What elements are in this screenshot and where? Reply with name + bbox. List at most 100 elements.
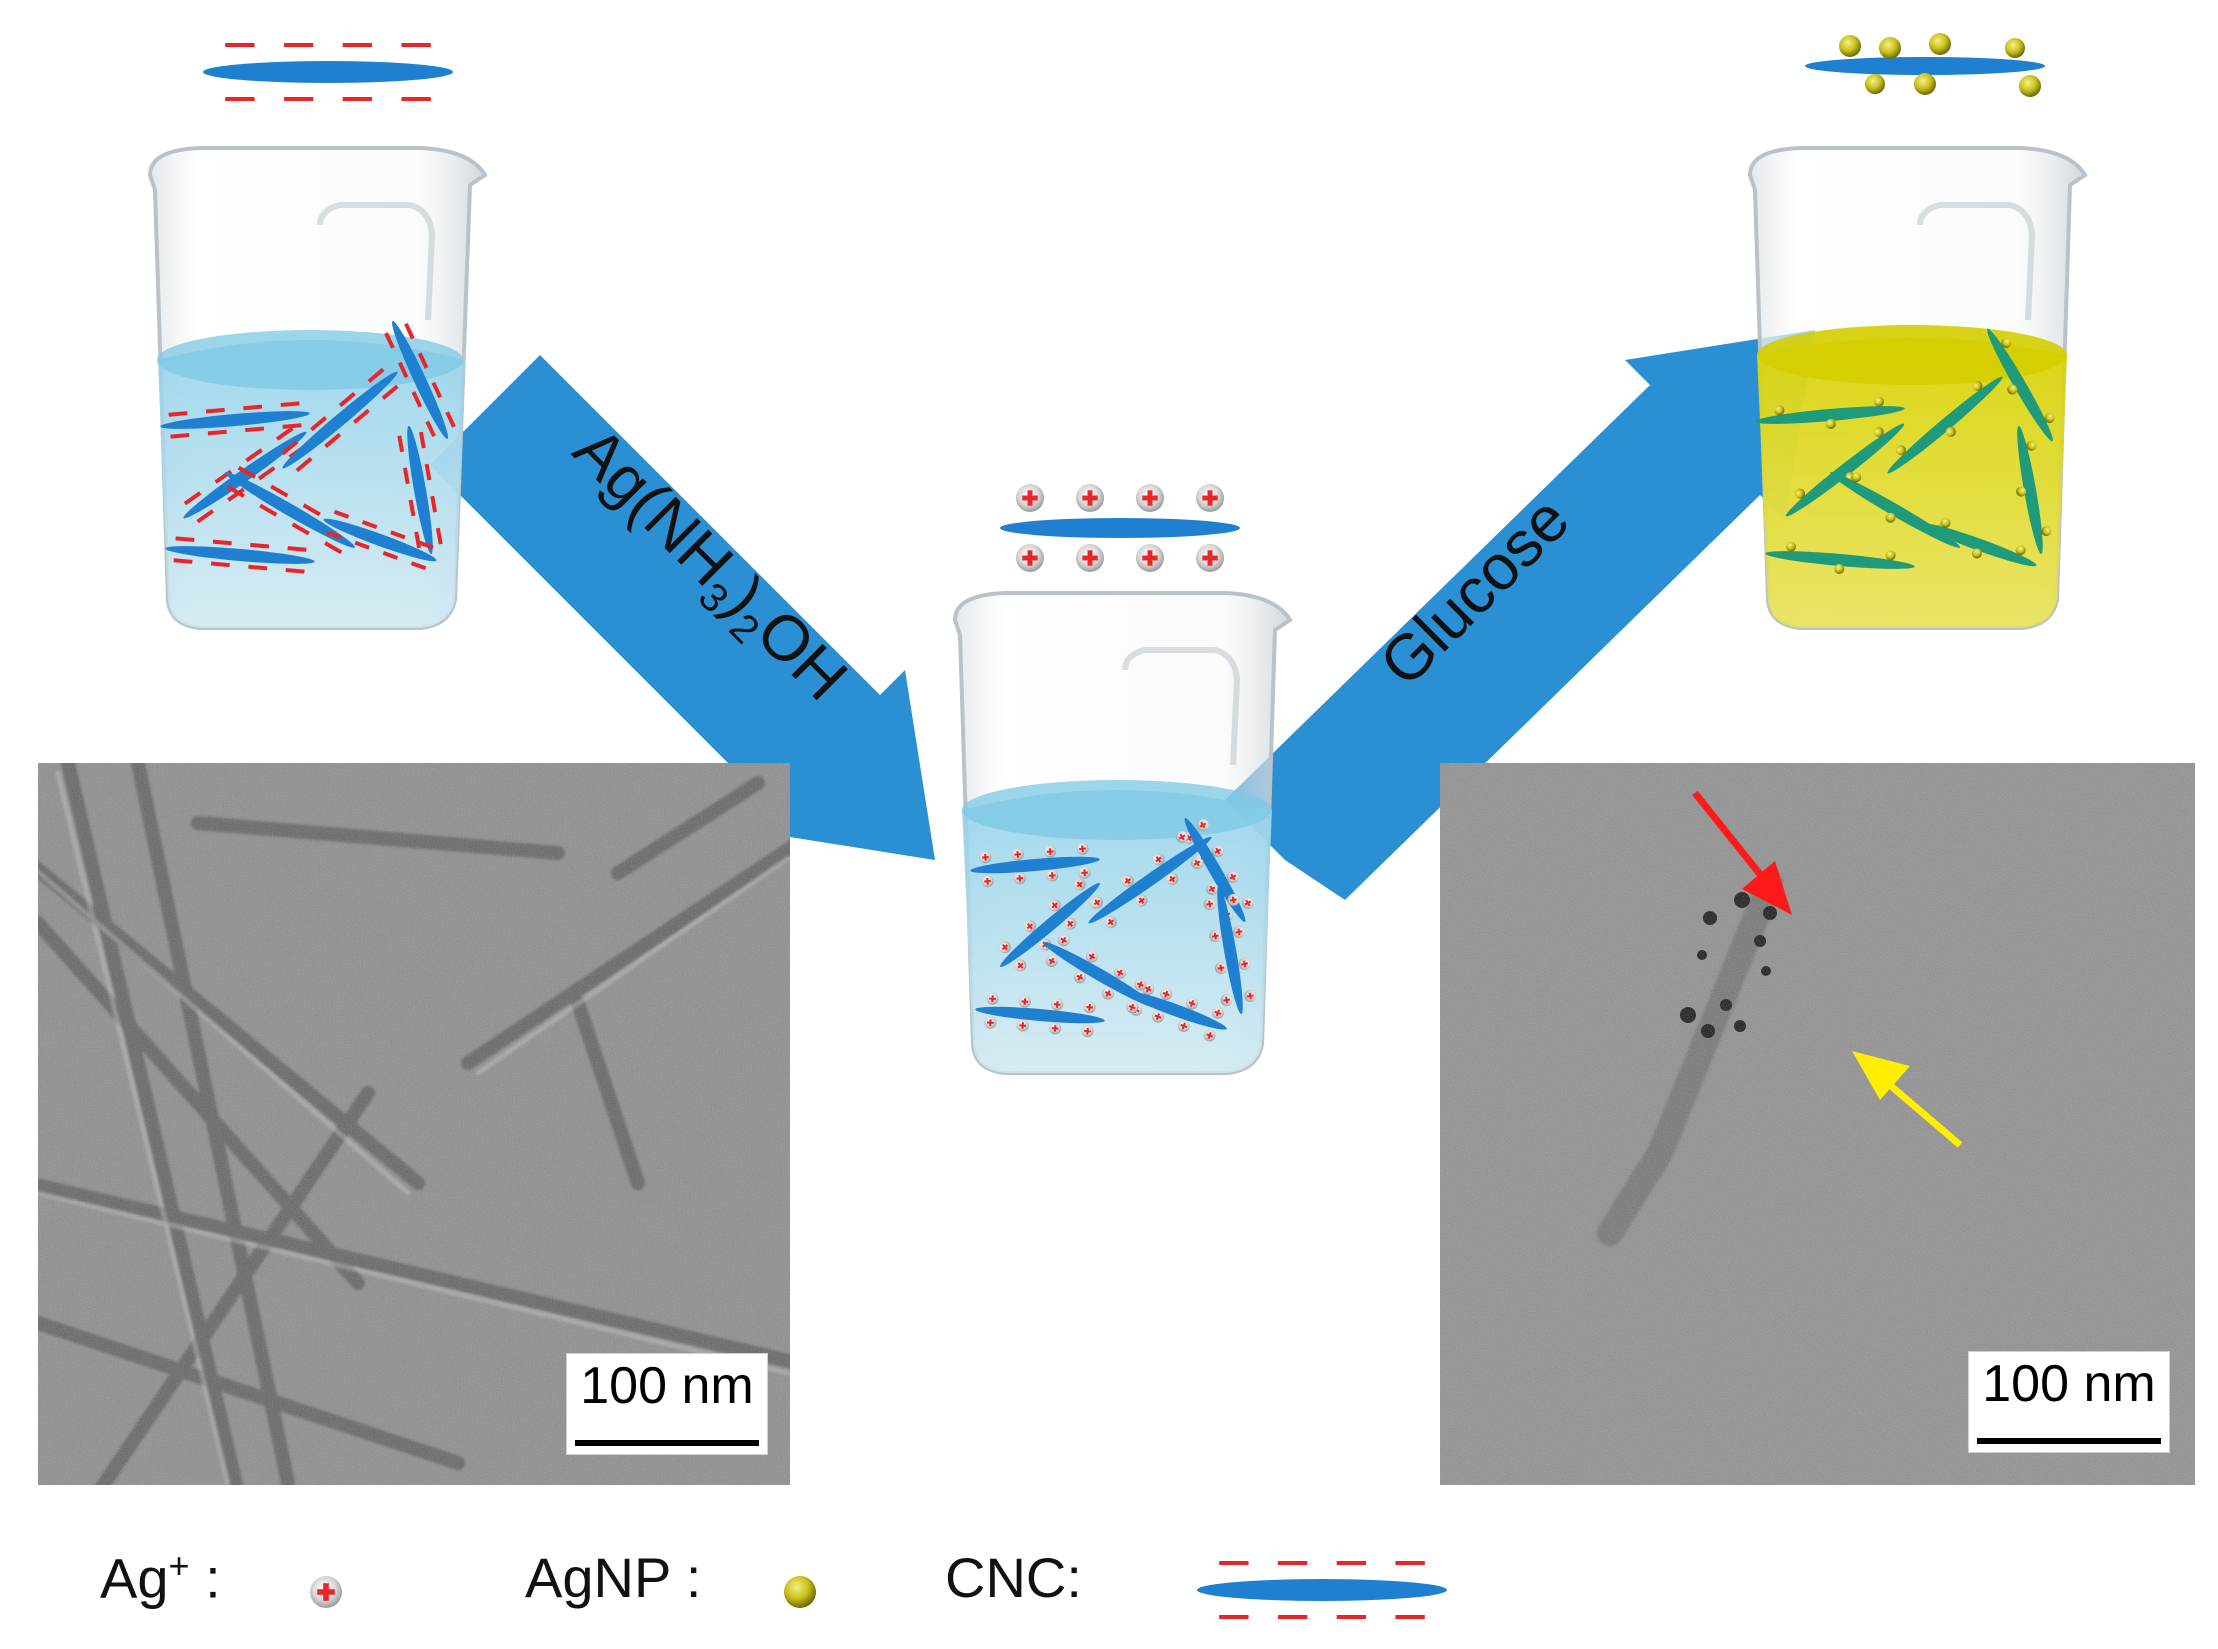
ag-ion-plus-v [1155, 856, 1162, 863]
ag-ion-dot [1045, 955, 1058, 968]
ag-ion-icon-lower [1136, 544, 1164, 572]
ag-ion-plus-v [989, 1019, 992, 1027]
cnc-rod-body [1217, 885, 1243, 1015]
negative-charge-mark [226, 484, 245, 498]
agnp-icon-on-cnc [1914, 73, 1936, 95]
ag-ion-plus-v [1214, 848, 1222, 854]
ag-ion-plus-v [1051, 902, 1058, 909]
negative-charge-mark [196, 509, 215, 524]
ag-ion-dot [1152, 853, 1165, 866]
negative-charge-mark [173, 558, 193, 564]
ag-ion-plus-v [1211, 934, 1219, 938]
ag-ion-dot [1016, 1019, 1029, 1032]
cnc-rod-beaker1 [323, 509, 437, 571]
negative-charge-mark [424, 463, 432, 481]
agnp-dot [1851, 472, 1862, 483]
negative-charge-mark [381, 384, 399, 400]
ag-ion-dot [1057, 934, 1070, 947]
ag-ion-dot [1018, 995, 1031, 1008]
ag-ion-plus-v [1053, 1024, 1057, 1032]
negative-charge-mark [402, 467, 410, 485]
negative-charge-mark [333, 509, 350, 519]
negative-charge-mark [207, 429, 227, 436]
ag-ion-plus-v [1088, 1003, 1091, 1011]
ag-ion-plus-v [1223, 998, 1231, 1002]
ag-ion-plus-v [1076, 881, 1083, 888]
negative-charge-mark [431, 381, 443, 399]
ag-ion-plus-v [1018, 874, 1022, 882]
negative-charge-mark [414, 531, 422, 549]
ag-ion-plus-v [1086, 1027, 1089, 1035]
negative-charge-mark [259, 503, 278, 517]
ag-ion-dot [1211, 1006, 1224, 1019]
ag-ion-dot [1091, 896, 1104, 909]
agnp-dot [2041, 526, 2052, 537]
cnc-rod-beaker1 [397, 425, 443, 555]
cnc-rod-body [970, 856, 1100, 874]
ag-ion-dot [1044, 845, 1057, 858]
negative-charge-mark [295, 457, 313, 473]
ag-ion-dot [1244, 989, 1257, 1002]
negative-charge-mark [418, 431, 426, 449]
agnp-dot [1940, 517, 1951, 528]
negative-charge-mark [280, 401, 300, 407]
negative-charge-mark [170, 433, 190, 439]
ag-ion-dot [1226, 870, 1239, 883]
negative-charge-mark [397, 435, 405, 453]
cnc-rod-body [323, 518, 437, 562]
agnp-dot [1785, 541, 1796, 552]
ag-ion-plus-v [1235, 930, 1243, 934]
ag-ion-dot [1121, 874, 1134, 887]
cnc-rod-body [1088, 836, 1212, 924]
ag-ion-dot [979, 851, 992, 864]
negative-charge-mark [282, 423, 302, 429]
ag-ion-dot [1051, 998, 1064, 1011]
ag-ion-dot [1048, 899, 1061, 912]
cnc-rod-beaker1 [224, 465, 356, 555]
cnc-rod-body [1887, 376, 2003, 474]
agnp-dot [2001, 337, 2012, 348]
agnp-dot [1774, 405, 1785, 416]
ag-ion-dot [1227, 893, 1240, 906]
ag-ion-dot [984, 1016, 997, 1029]
scale-bar-right: 100 nm [1968, 1351, 2170, 1453]
legend-ag-ion-icon [310, 1576, 342, 1608]
agnp-dot [1874, 396, 1885, 407]
negative-charge-mark [354, 540, 370, 550]
negative-charge-mark [302, 503, 321, 517]
ag-ion-plus-v [1178, 834, 1186, 840]
ag-ion-plus-v [1241, 962, 1249, 966]
negative-charge-mark [275, 426, 294, 441]
ag-ion-dot [1114, 966, 1127, 979]
agnp-dot [1834, 563, 1845, 574]
ag-ion-plus-v [1138, 897, 1145, 904]
ag-ion-plus-v [984, 853, 987, 861]
ag-ion-dot [1085, 950, 1098, 963]
icons-layer [203, 33, 2045, 1619]
ag-ion-plus-v [1026, 923, 1033, 930]
negative-charge-mark [408, 499, 416, 517]
cnc-agnp-icon-top-right [1805, 33, 2045, 97]
agnp-icon-on-cnc [2019, 75, 2041, 97]
cnc-rod-beaker2 [970, 842, 1100, 888]
legend-cnc-icon [1197, 1561, 1447, 1619]
ag-ion-dot [981, 875, 994, 888]
cnc-icon-top-left [203, 43, 453, 101]
agnp-dot [2007, 384, 2018, 395]
agnp-dot [1971, 548, 1982, 559]
legend-ag-main: Ag [100, 1546, 169, 1610]
cnc-rod-body [1000, 882, 1100, 968]
ag-ion-plus-v [1138, 981, 1143, 989]
ag-ion-dot [1238, 957, 1251, 970]
negative-charge-mark [183, 491, 202, 506]
ag-ion-plus-v [1061, 936, 1067, 944]
ag-ion-plus-v [1207, 1031, 1212, 1039]
cnc-rod-body [165, 546, 315, 564]
ag-ion-icon-lower [1196, 544, 1224, 572]
ag-ion-plus-v [1164, 990, 1169, 998]
negative-charge-mark [243, 404, 263, 411]
cnc-rod-body [407, 425, 433, 555]
ag-ion-plus-v [991, 995, 994, 1003]
negative-charge-mark [285, 568, 305, 574]
